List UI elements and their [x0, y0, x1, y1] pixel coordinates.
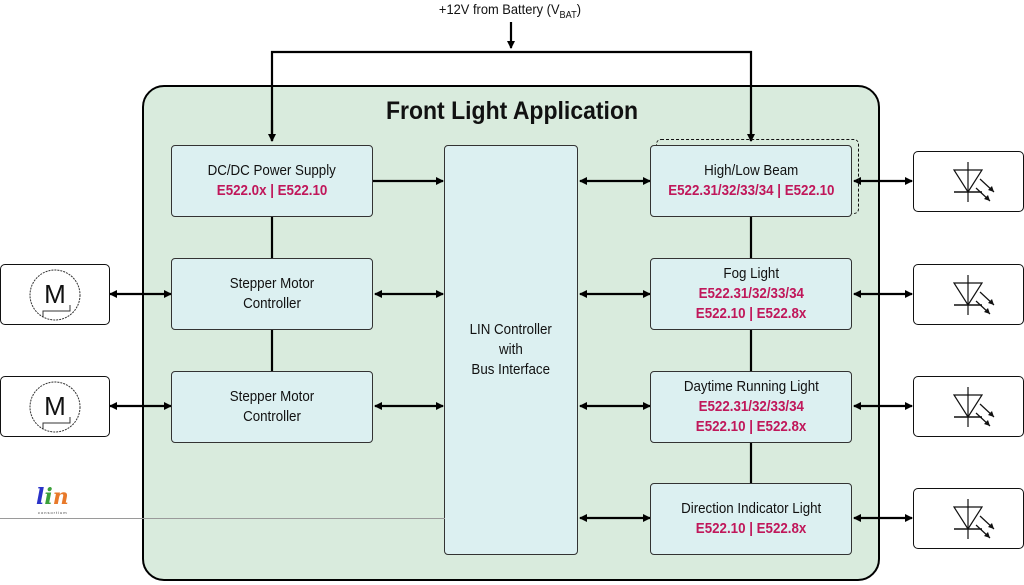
motor-symbol: M [44, 279, 66, 309]
motor-box-2: M [0, 376, 110, 437]
part-number: E522.0x | E522.10 [216, 183, 328, 199]
led-icon [952, 499, 995, 539]
led-icon [952, 387, 995, 427]
led-box-4 [913, 488, 1024, 549]
panel-title: Front Light Application [385, 97, 639, 125]
supply-label: +12V from Battery (VBAT) [390, 1, 629, 21]
lin-logo-i: i [44, 484, 53, 510]
motor-box-1: M [0, 264, 110, 325]
lin-logo-n: n [52, 484, 69, 510]
motor-icon: M [29, 269, 81, 321]
lin-line-3: Bus Interface [471, 362, 551, 378]
supply-bus [270, 50, 753, 141]
block-name: Daytime Running Light [683, 379, 819, 395]
divider-line [0, 518, 445, 519]
lin-controller-block[interactable]: LIN Controller with Bus Interface [444, 145, 578, 555]
block-name: High/Low Beam [703, 163, 799, 179]
daytime-running-light-block[interactable]: Daytime Running Light E522.31/32/33/34 E… [650, 371, 852, 443]
lin-logo: lin [36, 484, 69, 510]
lin-line-2: with [499, 342, 523, 358]
supply-subscript: BAT [559, 9, 577, 21]
supply-text: +12V from Battery (V [438, 1, 560, 17]
fog-light-block[interactable]: Fog Light E522.31/32/33/34 E522.10 | E52… [650, 258, 852, 330]
block-name: DC/DC Power Supply [207, 163, 337, 179]
led-box-3 [913, 376, 1024, 437]
led-box-1 [913, 151, 1024, 212]
high-low-beam-block[interactable]: High/Low Beam E522.31/32/33/34 | E522.10 [650, 145, 852, 217]
motor-symbol: M [44, 391, 66, 421]
led-box-2 [913, 264, 1024, 325]
dcdc-power-supply-block[interactable]: DC/DC Power Supply E522.0x | E522.10 [171, 145, 373, 217]
lin-logo-tagline: consortium [38, 510, 68, 515]
lin-line-1: LIN Controller [469, 322, 553, 338]
stepper-motor-controller-block-2[interactable]: Stepper Motor Controller [171, 371, 373, 443]
part-number: E522.10 | E522.8x [695, 521, 807, 537]
block-name: Stepper Motor Controller [229, 389, 315, 425]
stepper-motor-controller-block-1[interactable]: Stepper Motor Controller [171, 258, 373, 330]
block-name: Fog Light [723, 266, 779, 282]
motor-icon: M [29, 381, 81, 433]
supply-suffix: ) [576, 1, 582, 17]
led-icon [952, 275, 995, 315]
part-number: E522.10 | E522.8x [695, 306, 807, 322]
lin-logo-l: l [36, 484, 45, 510]
led-icon [952, 162, 995, 202]
part-number: E522.31/32/33/34 | E522.10 [667, 183, 835, 199]
direction-indicator-light-block[interactable]: Direction Indicator Light E522.10 | E522… [650, 483, 852, 555]
part-number: E522.31/32/33/34 [698, 399, 804, 415]
block-name: Direction Indicator Light [680, 501, 822, 517]
block-name: Stepper Motor Controller [229, 276, 315, 312]
part-number: E522.10 | E522.8x [695, 419, 807, 435]
part-number: E522.31/32/33/34 [698, 286, 804, 302]
